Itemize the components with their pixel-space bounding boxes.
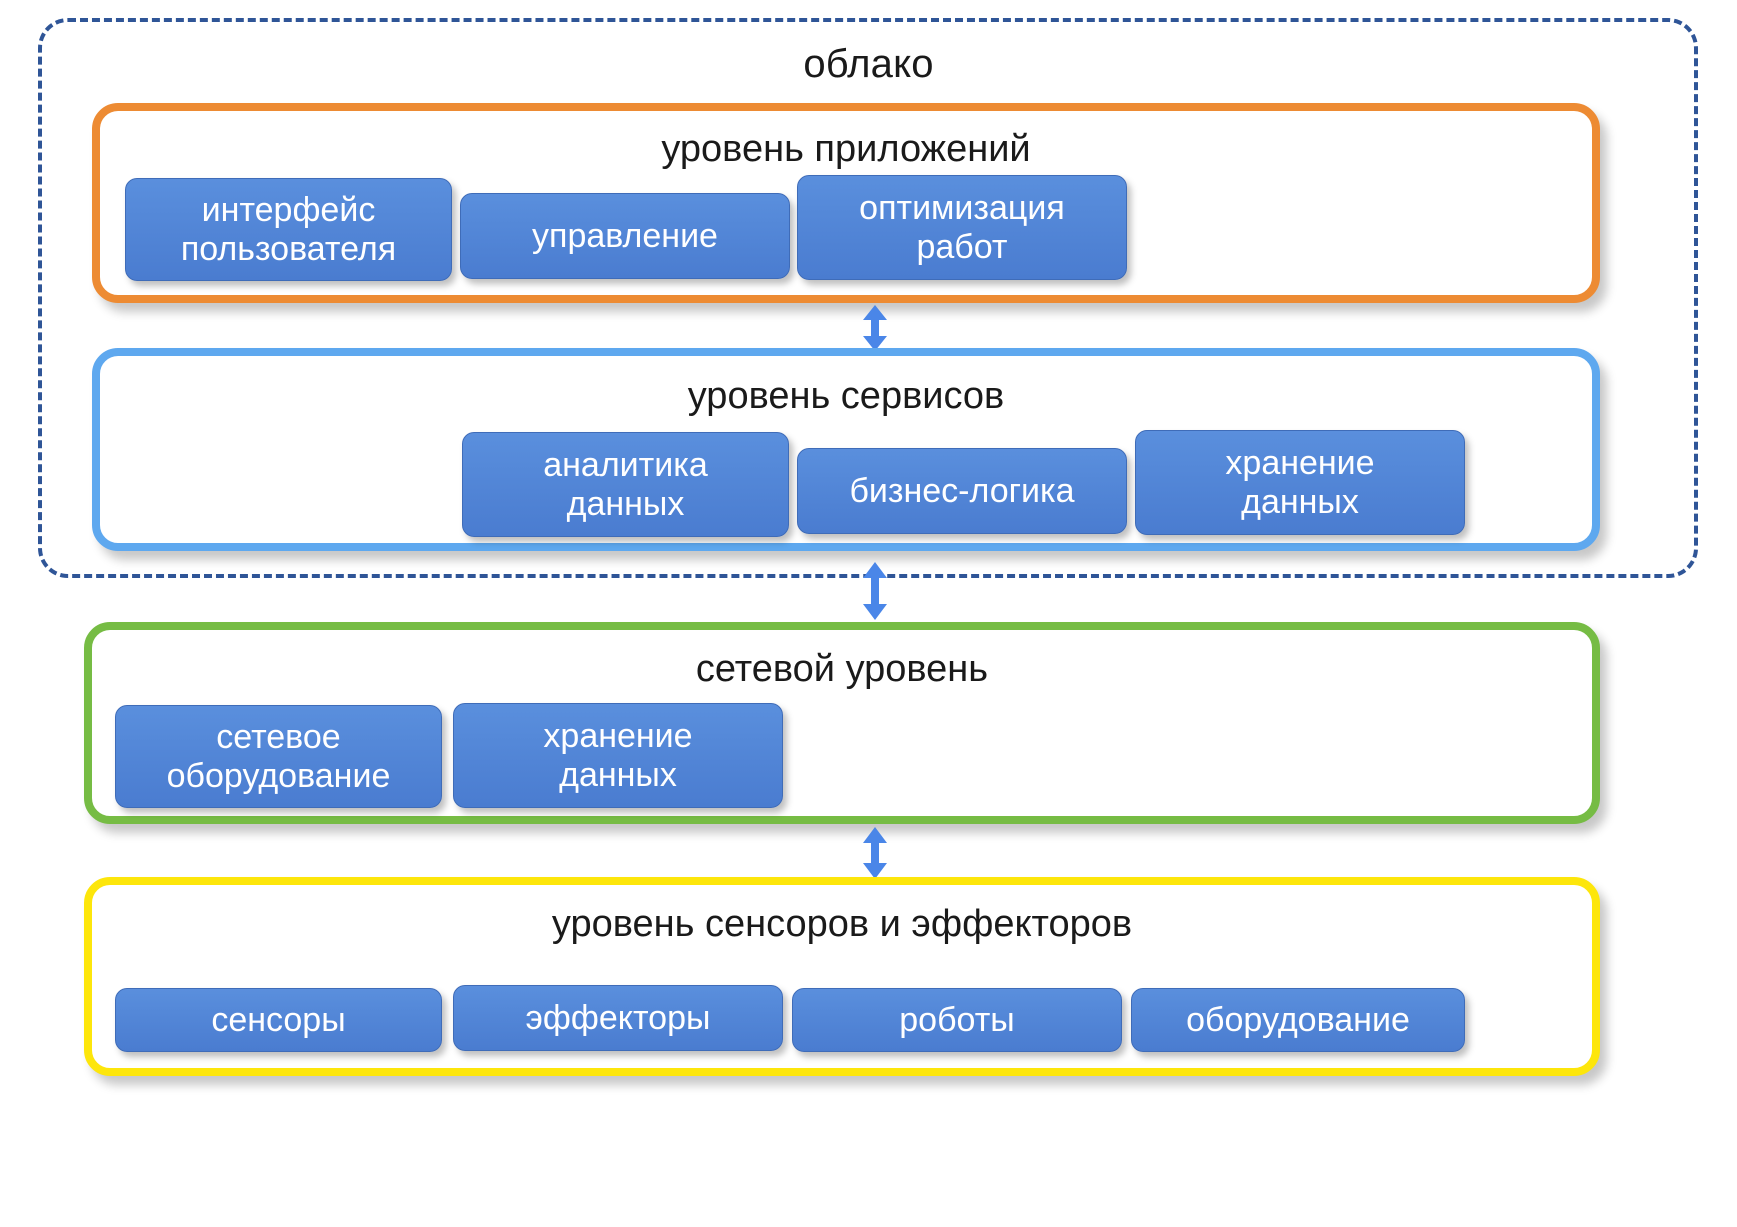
layer-network: [84, 622, 1600, 824]
connector-network-sensors: [860, 827, 890, 879]
chip-robots[interactable]: роботы: [792, 988, 1122, 1052]
chip-user-interface[interactable]: интерфейс пользователя: [125, 178, 452, 281]
chip-effectors[interactable]: эффекторы: [453, 985, 783, 1051]
chip-work-optimization[interactable]: оптимизация работ: [797, 175, 1127, 280]
cloud-title: облако: [803, 42, 934, 86]
chip-equipment[interactable]: оборудование: [1131, 988, 1465, 1052]
chip-data-analytics[interactable]: аналитика данных: [462, 432, 789, 537]
chip-management[interactable]: управление: [460, 193, 790, 279]
chip-network-equipment[interactable]: сетевое оборудование: [115, 705, 442, 808]
chip-data-storage-services[interactable]: хранение данных: [1135, 430, 1465, 535]
chip-sensors[interactable]: сенсоры: [115, 988, 442, 1052]
layer-sensors-effectors-title: уровень сенсоров и эффекторов: [551, 903, 1133, 945]
connector-services-network: [860, 562, 890, 620]
chip-data-storage-network[interactable]: хранение данных: [453, 703, 783, 808]
connector-applications-services: [860, 305, 890, 351]
chip-business-logic[interactable]: бизнес-логика: [797, 448, 1127, 534]
layer-network-title: сетевой уровень: [695, 648, 989, 690]
layer-services-title: уровень сервисов: [687, 375, 1005, 417]
layer-applications-title: уровень приложений: [661, 128, 1031, 170]
